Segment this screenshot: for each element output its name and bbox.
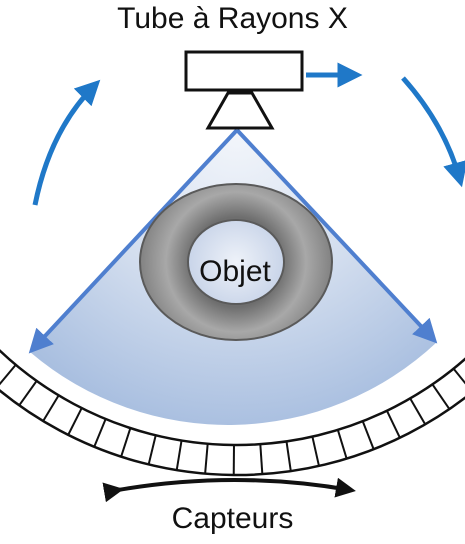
- detector-array: [0, 348, 465, 477]
- detector-cell-divider: [409, 397, 427, 425]
- detector-cell-divider: [336, 429, 348, 459]
- xray-tube-emitter: [205, 91, 275, 130]
- detector-cell-divider: [285, 441, 292, 472]
- object-hole: [187, 219, 285, 305]
- detector-cell-divider: [67, 407, 83, 436]
- xray-tube-label: Tube à Rayons X: [117, 2, 348, 35]
- detector-cell-divider: [175, 440, 183, 471]
- rotation-arrow-icon: [401, 76, 465, 188]
- detector-cell-divider: [361, 420, 375, 450]
- detector-cell-divider: [0, 364, 17, 386]
- detector-cell-divider: [385, 410, 401, 439]
- detector-cell-divider: [259, 444, 264, 475]
- detector-cell-divider: [18, 380, 38, 406]
- detector-cell-divider: [42, 394, 60, 422]
- detector-cell-divider: [147, 435, 157, 465]
- detector-cell-divider: [120, 427, 132, 457]
- detector-band: [0, 348, 465, 477]
- double-arrow-icon: [102, 477, 356, 503]
- beam-edge-right: [235, 128, 438, 344]
- object-label: Objet: [199, 255, 271, 288]
- object-label-wrap: Objet: [140, 255, 330, 295]
- beam-edge-left: [28, 128, 239, 354]
- detector-cell-divider: [93, 418, 107, 448]
- rotation-arrow-icon: [32, 79, 101, 206]
- detector-cell-divider: [311, 436, 320, 467]
- detector-cell-divider: [452, 367, 465, 385]
- detector-label: Capteurs: [171, 502, 294, 535]
- detector-cell-divider: [431, 383, 451, 410]
- xray-tube-body: [184, 50, 304, 92]
- detector-cell-divider: [204, 443, 209, 474]
